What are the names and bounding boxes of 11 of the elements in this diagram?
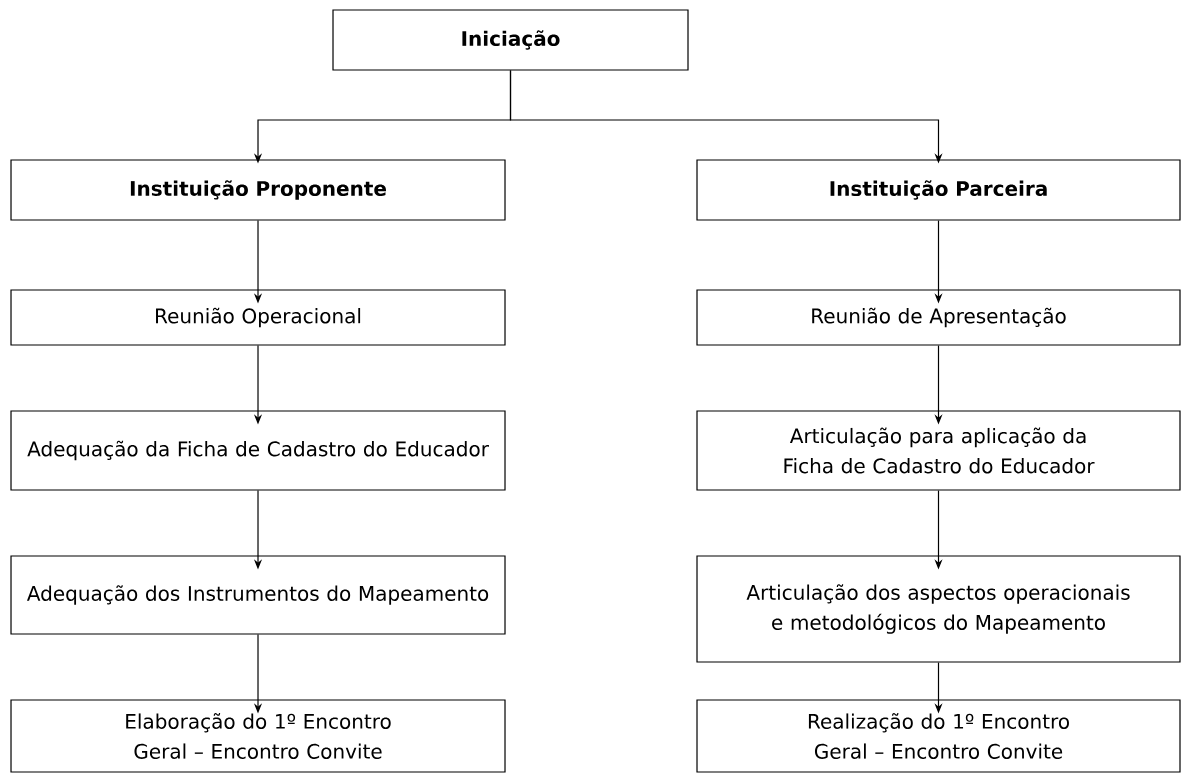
process-box: Reunião de Apresentação <box>696 289 1181 346</box>
process-box: Adequação dos Instrumentos do Mapeamento <box>10 555 506 635</box>
column-heading-box: Instituição Proponente <box>10 159 506 221</box>
process-box: Reunião Operacional <box>10 289 506 346</box>
title-box: Iniciação <box>332 9 689 71</box>
process-box: Elaboração do 1º Encontro Geral – Encontro Convite <box>10 699 506 773</box>
process-box: Articulação para aplicação da Ficha de Cadastro do Educador <box>696 410 1181 491</box>
process-box: Articulação dos aspectos operacionais e metodológicos do Mapeamento <box>696 555 1181 663</box>
process-box: Realização do 1º Encontro Geral – Encontro Convite <box>696 699 1181 773</box>
process-box: Adequação da Ficha de Cadastro do Educador <box>10 410 506 491</box>
column-heading-box: Instituição Parceira <box>696 159 1181 221</box>
